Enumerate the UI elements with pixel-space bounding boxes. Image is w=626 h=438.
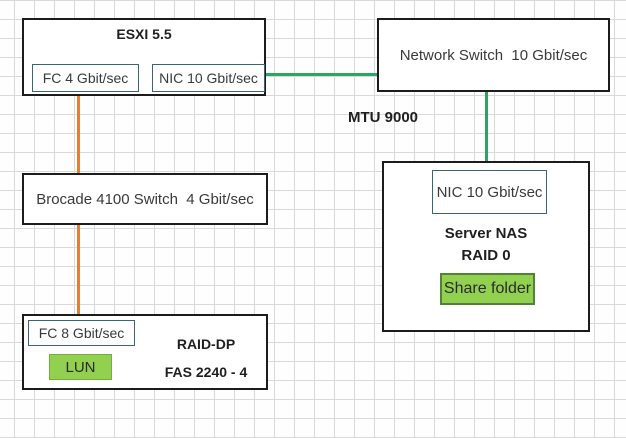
esxi-host-box: ESXI 5.5 FC 4 Gbit/sec NIC 10 Gbit/sec: [22, 18, 266, 96]
nas-nic-port-box: NIC 10 Gbit/sec: [432, 170, 547, 214]
brocade-switch-label: Brocade 4100 Switch 4 Gbit/sec: [36, 190, 254, 208]
nas-title-line2: RAID 0: [461, 247, 511, 264]
raid-dp-label: RAID-DP: [176, 336, 236, 352]
lun-label: LUN: [65, 358, 96, 376]
share-folder-label: Share folder: [443, 280, 532, 297]
esxi-fc-port-box: FC 4 Gbit/sec: [32, 64, 139, 92]
fc-link-esxi-to-brocade: [77, 96, 80, 173]
share-folder-box: Share folder: [440, 273, 535, 305]
nas-nic-port-label: NIC 10 Gbit/sec: [436, 183, 543, 201]
fas-fc-port-box: FC 8 Gbit/sec: [28, 320, 135, 346]
fc-link-brocade-to-fas: [77, 225, 80, 314]
server-nas-box: NIC 10 Gbit/sec Server NAS RAID 0 Share …: [382, 161, 590, 332]
ethernet-link-esxi-to-switch: [266, 73, 377, 76]
mtu-label: MTU 9000: [348, 109, 419, 126]
brocade-switch-box: Brocade 4100 Switch 4 Gbit/sec: [22, 173, 268, 225]
lun-box: LUN: [49, 354, 112, 380]
ethernet-link-switch-to-nas: [485, 91, 488, 161]
network-switch-box: Network Switch 10 Gbit/sec: [377, 18, 610, 92]
esxi-fc-port-label: FC 4 Gbit/sec: [42, 70, 129, 86]
nas-title-line1: Server NAS: [444, 225, 528, 242]
esxi-nic-port-box: NIC 10 Gbit/sec: [152, 64, 265, 92]
esxi-title: ESXI 5.5: [116, 26, 172, 42]
fas-storage-box: FC 8 Gbit/sec LUN RAID-DP FAS 2240 - 4: [22, 314, 268, 390]
fas-model-label: FAS 2240 - 4: [164, 364, 248, 380]
fas-fc-port-label: FC 8 Gbit/sec: [38, 325, 125, 341]
esxi-nic-port-label: NIC 10 Gbit/sec: [159, 70, 258, 86]
network-switch-label: Network Switch 10 Gbit/sec: [399, 46, 588, 64]
